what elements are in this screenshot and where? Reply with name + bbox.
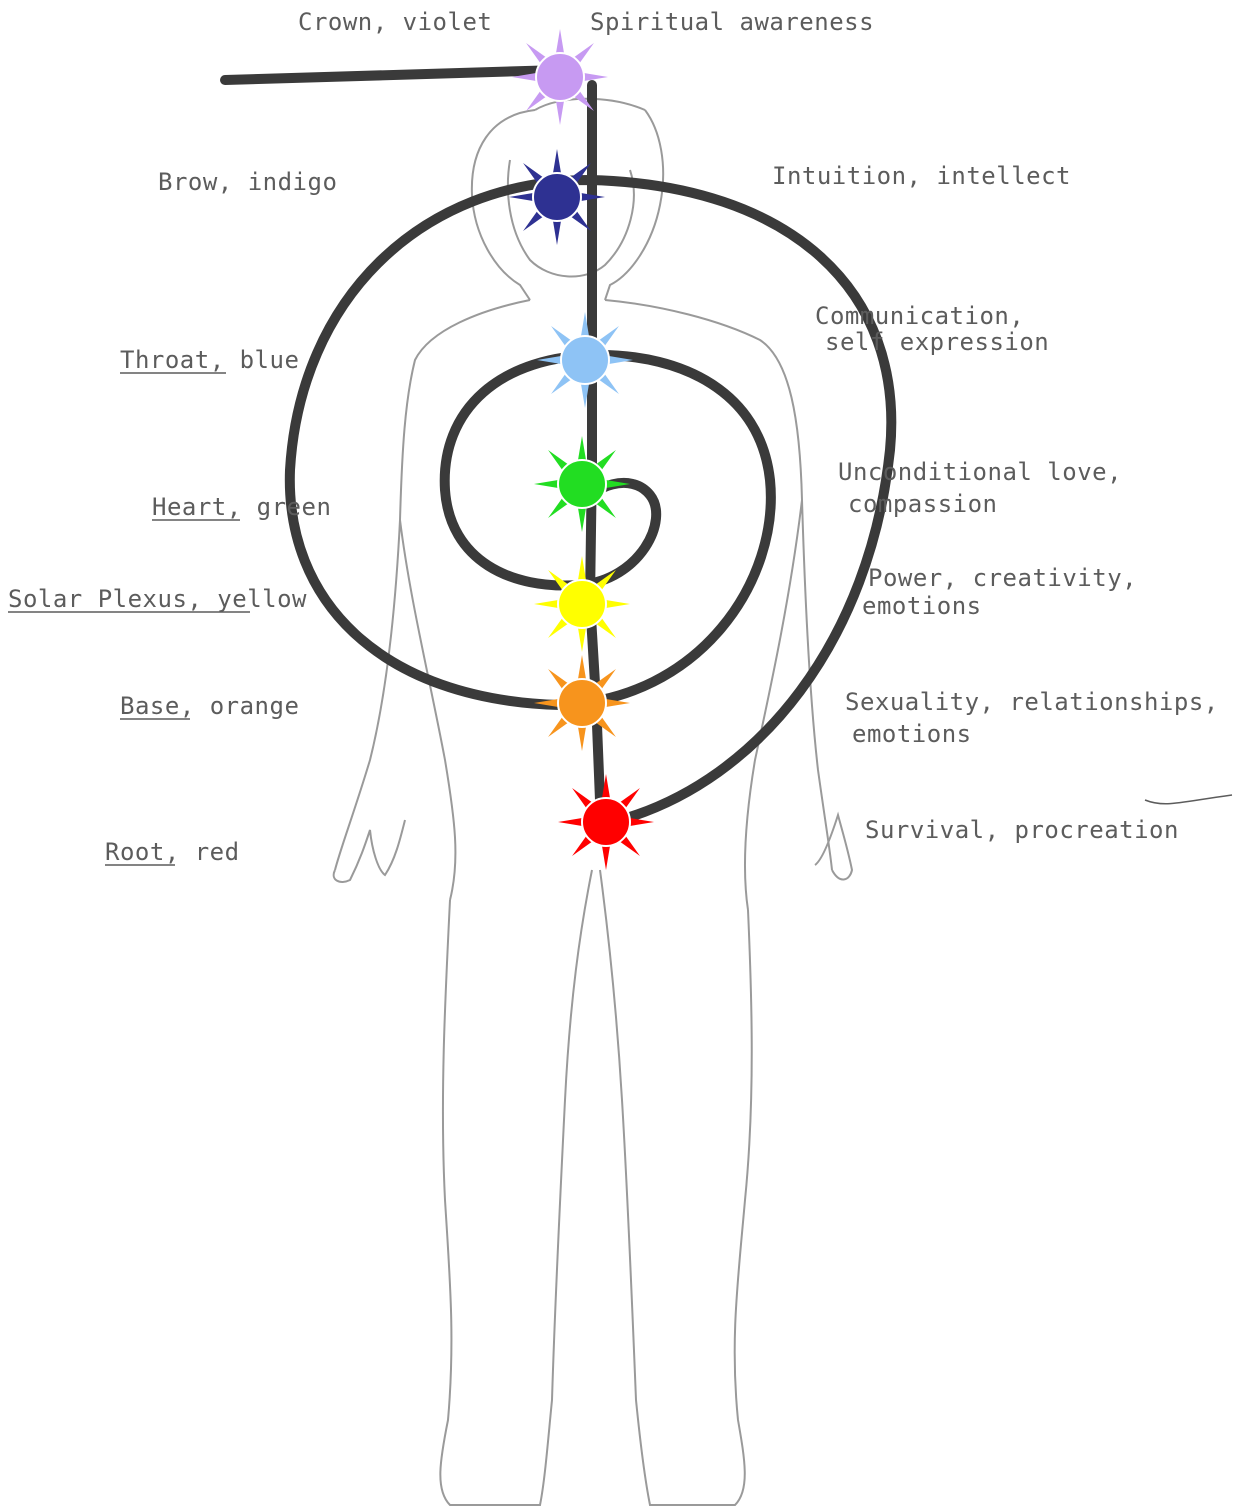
heart-meaning-line1: Unconditional love, bbox=[838, 458, 1122, 486]
solar-meaning-line1: Power, creativity, bbox=[868, 564, 1137, 592]
right-hand-outline bbox=[815, 815, 852, 879]
chakra-disc bbox=[558, 460, 606, 508]
pen-stroke-mark bbox=[1145, 795, 1232, 804]
root-chakra-icon bbox=[558, 774, 654, 870]
chakra-disc bbox=[536, 53, 584, 101]
throat-meaning-line1: Communication, bbox=[815, 302, 1024, 330]
base-chakra-icon bbox=[534, 655, 630, 751]
crown-meaning: Spiritual awareness bbox=[590, 8, 874, 36]
chakra-disc bbox=[582, 798, 630, 846]
heart-chakra-icon bbox=[534, 436, 630, 532]
brow-meaning: Intuition, intellect bbox=[772, 162, 1071, 190]
throat-meaning-line2: self expression bbox=[825, 328, 1049, 356]
chakra-disc bbox=[558, 679, 606, 727]
top-horizontal-line bbox=[225, 70, 560, 80]
heart-label: Heart, green bbox=[152, 493, 331, 521]
left-hand-outline bbox=[334, 820, 405, 882]
chakra-disc bbox=[558, 580, 606, 628]
solar-plexus-chakra-icon bbox=[534, 556, 630, 652]
chakra-disc bbox=[561, 336, 609, 384]
left-labels: Crown, violet Brow, indigo Throat, blue … bbox=[8, 8, 492, 866]
chakra-disc bbox=[533, 173, 581, 221]
right-labels: Spiritual awareness Intuition, intellect… bbox=[590, 8, 1232, 844]
crown-label: Crown, violet bbox=[298, 8, 492, 36]
solar-meaning-line2: emotions bbox=[862, 592, 982, 620]
left-leg-outline bbox=[440, 870, 592, 1505]
base-meaning-line1: Sexuality, relationships, bbox=[845, 688, 1219, 716]
brow-chakra-icon bbox=[509, 149, 605, 245]
torso-left-outline bbox=[335, 300, 530, 900]
solar-plexus-label: Solar_Plexus, yellow bbox=[8, 585, 307, 613]
base-meaning-line2: emotions bbox=[852, 720, 972, 748]
throat-chakra-icon bbox=[537, 312, 633, 408]
root-meaning: Survival, procreation bbox=[865, 816, 1179, 844]
brow-label: Brow, indigo bbox=[158, 168, 337, 196]
right-leg-outline bbox=[600, 870, 752, 1505]
heart-meaning-line2: compassion bbox=[848, 490, 998, 518]
root-label: Root, red bbox=[105, 838, 240, 866]
chakra-symbols bbox=[509, 29, 654, 870]
base-label: Base, orange bbox=[120, 692, 299, 720]
crown-chakra-icon bbox=[512, 29, 608, 125]
throat-label: Throat, blue bbox=[120, 346, 299, 374]
